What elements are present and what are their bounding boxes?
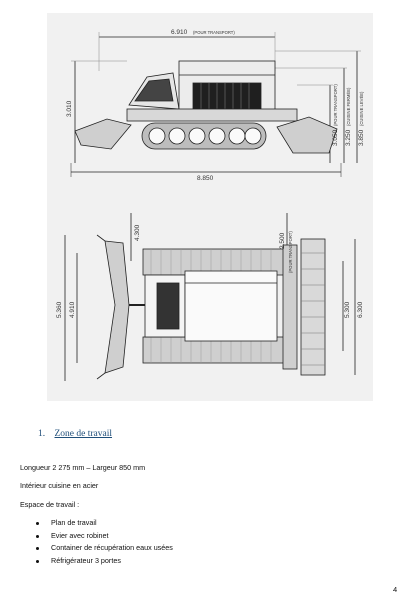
side-view <box>70 32 361 177</box>
kitchen-top <box>184 270 278 342</box>
height-transport-note: (POUR TRANSPORT) <box>333 84 338 126</box>
rear-tiller-arm <box>282 244 298 370</box>
rear-tiller-side <box>276 116 338 154</box>
list-item: Réfrigérateur 3 portes <box>34 555 173 568</box>
transport-length-note: (POUR TRANSPORT) <box>193 30 235 35</box>
section-number: 1. <box>38 429 46 439</box>
top-view <box>64 213 356 381</box>
section-heading: 1. Zone de travail <box>38 429 112 439</box>
list-item: Plan de travail <box>34 517 173 530</box>
total-length-label: 8.850 <box>197 175 214 182</box>
height-open-label: 3.850 <box>358 129 365 146</box>
front-width-outer-label: 5.360 <box>56 301 63 318</box>
front-width-inner-label: 4.910 <box>69 301 76 318</box>
height-transport-label: 3.050 <box>332 129 339 146</box>
left-height-label: 3.010 <box>66 100 73 117</box>
workspace-label: Espace de travail : <box>20 500 80 509</box>
height-closed-note: (CUISINE FERMÉE) <box>346 87 351 126</box>
height-open-note: (CUISINE LEVÉE) <box>359 91 364 126</box>
transport-width-label: 2.500 <box>279 232 286 249</box>
technical-drawing: 6.910 (POUR TRANSPORT) 3.010 8.850 3.050… <box>47 13 373 401</box>
rear-tiller-top <box>300 238 326 376</box>
list-item: Evier avec robinet <box>34 530 173 543</box>
dimensions-text: Longueur 2 275 mm – Largeur 850 mm <box>20 463 146 472</box>
front-blade-side <box>74 118 132 150</box>
rear-width-outer-label: 6.300 <box>357 301 364 318</box>
front-height-label: 4.300 <box>134 224 141 241</box>
transport-width-note: (POUR TRANSPORT) <box>288 231 293 273</box>
page-number: 4 <box>393 585 398 594</box>
front-blade-top <box>104 240 130 374</box>
chassis <box>126 108 298 122</box>
workspace-list: Plan de travail Evier avec robinet Conta… <box>34 517 173 567</box>
height-closed-label: 3.250 <box>345 129 352 146</box>
interior-text: Intérieur cuisine en acier <box>20 481 99 490</box>
transport-length-label: 6.910 <box>171 29 188 36</box>
rear-width-inner-label: 5.300 <box>344 301 351 318</box>
list-item: Container de récupération eaux usées <box>34 542 173 555</box>
vehicle-dimension-drawing: 6.910 (POUR TRANSPORT) 3.010 8.850 3.050… <box>56 29 365 381</box>
section-title: Zone de travail <box>54 429 113 439</box>
